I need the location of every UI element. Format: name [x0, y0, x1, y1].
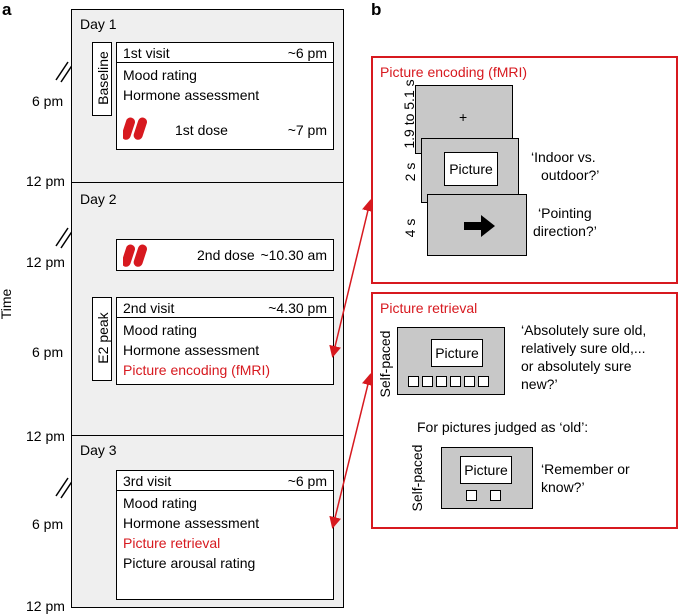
rating-box [422, 376, 433, 387]
remember-know-screen: Picture [441, 447, 533, 509]
encoding-panel: Picture encoding (fMRI) + 1.9 to 5.1 s P… [371, 56, 678, 284]
visit1-item: Mood rating [123, 67, 197, 83]
rating-box [450, 376, 461, 387]
duration-fixation: 1.9 to 5.1 s [401, 79, 417, 149]
fixation-cross: + [459, 109, 468, 125]
visit2-item: Mood rating [123, 322, 197, 338]
retrieval-screen: Picture [397, 327, 505, 395]
visit3-item: Picture arousal rating [123, 555, 256, 571]
dose2-box: 2nd dose ~10.30 am [116, 239, 334, 271]
baseline-label-box: Baseline [92, 42, 112, 116]
response-box [466, 490, 477, 501]
retrieval-panel: Picture retrieval Picture Self-paced ‘Ab… [371, 292, 678, 529]
time-label: 12 pm [26, 428, 65, 444]
visit1-title: 1st visit [123, 45, 170, 61]
visit2-item: Hormone assessment [123, 342, 260, 358]
time-label: 12 pm [26, 173, 65, 189]
visit2-box: 2nd visit ~4.30 pm Mood rating Hormone a… [116, 297, 334, 385]
remember-picture: Picture [460, 456, 512, 484]
visit3-time: ~6 pm [287, 473, 327, 489]
panel-letter-a: a [2, 0, 12, 19]
time-label: 6 pm [32, 344, 64, 360]
visit2-time: ~4.30 pm [268, 300, 327, 316]
retrieval-question1-line: or absolutely sure [521, 358, 632, 374]
encoding-question2-line: ‘Pointing [538, 205, 592, 221]
duration-picture: 2 s [402, 162, 418, 182]
day2-block: Day 2 2nd dose ~10.30 am E2 peak 2nd vis… [71, 182, 344, 436]
rating-box [478, 376, 489, 387]
arrow-screen [427, 194, 527, 256]
retrieval-question2-line: ‘Remember or [541, 461, 630, 477]
visit1-item: Hormone assessment [123, 87, 260, 103]
encoding-question1-line: ‘Indoor vs. [531, 149, 596, 165]
retrieval-question1-line: relatively sure old,... [521, 340, 646, 356]
time-label: 6 pm [32, 516, 64, 532]
day1-block: Day 1 Baseline 1st visit ~6 pm Mood rati… [71, 9, 344, 183]
rating-box [436, 376, 447, 387]
dose2-label: 2nd dose [197, 247, 255, 263]
day3-label: Day 3 [80, 442, 117, 458]
arrow-right-icon [464, 215, 495, 237]
visit1-time: ~6 pm [287, 45, 327, 61]
retrieval-arrow [329, 373, 374, 529]
retrieval-question1-line: new?’ [521, 376, 558, 392]
day1-label: Day 1 [80, 16, 117, 32]
visit3-item: Hormone assessment [123, 515, 260, 531]
visit3-title: 3rd visit [123, 473, 172, 489]
encoding-question1-line: outdoor?’ [541, 167, 600, 183]
visit2-encoding: Picture encoding (fMRI) [123, 362, 271, 378]
pill-icon [123, 244, 147, 267]
day2-label: Day 2 [80, 191, 117, 207]
panel-letter-b: b [371, 0, 382, 19]
duration-arrow: 4 s [402, 218, 418, 238]
response-box [490, 490, 501, 501]
retrieval-question1-line: ‘Absolutely sure old, [521, 322, 647, 338]
visit3-item: Mood rating [123, 495, 197, 511]
time-label: 12 pm [26, 598, 65, 614]
rating-box [408, 376, 419, 387]
encoding-arrow [329, 199, 374, 358]
visit3-box: 3rd visit ~6 pm Mood rating Hormone asse… [116, 470, 334, 600]
retrieval-title: Picture retrieval [380, 300, 478, 316]
e2-peak-label-box: E2 peak [92, 297, 112, 381]
pill-icon [123, 117, 147, 140]
picture-stimulus: Picture [444, 152, 498, 186]
visit3-retrieval: Picture retrieval [123, 535, 221, 551]
encoding-question2-line: direction?’ [533, 223, 597, 239]
dose1-label: 1st dose [175, 122, 228, 138]
dose2-time: ~10.30 am [260, 247, 327, 263]
retrieval-picture: Picture [431, 339, 483, 367]
time-label: 12 pm [26, 254, 65, 270]
dose1-time: ~7 pm [287, 122, 327, 138]
time-label: 6 pm [32, 93, 64, 109]
old-judgement-note: For pictures judged as ‘old’: [417, 419, 589, 435]
rating-box [464, 376, 475, 387]
encoding-title: Picture encoding (fMRI) [380, 64, 528, 80]
self-paced-label: Self-paced [377, 330, 393, 398]
retrieval-question2-line: know?’ [541, 479, 585, 495]
visit2-title: 2nd visit [123, 300, 175, 316]
day3-block: Day 3 3rd visit ~6 pm Mood rating Hormon… [71, 435, 344, 608]
self-paced-label: Self-paced [409, 444, 425, 512]
picture-screen: Picture [421, 138, 519, 203]
visit1-box: 1st visit ~6 pm Mood rating Hormone asse… [116, 42, 334, 150]
